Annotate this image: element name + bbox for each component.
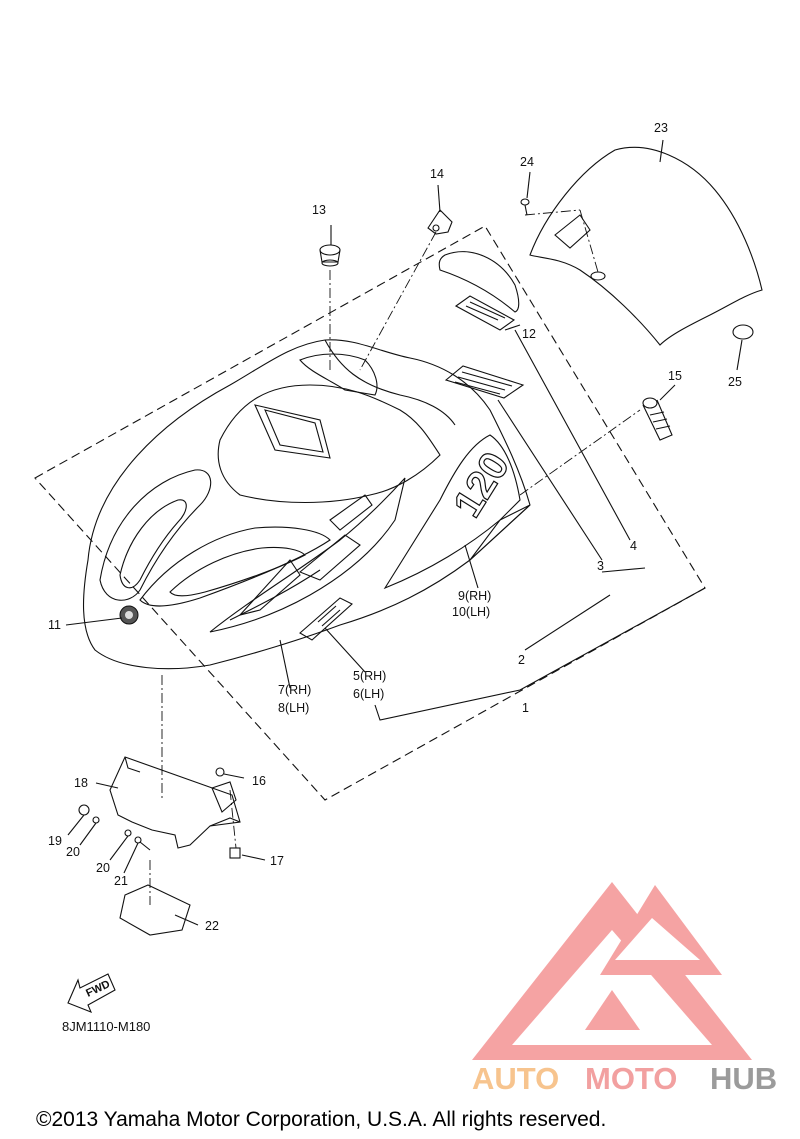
label-12: 12 (522, 327, 536, 341)
windshield-outline (529, 146, 763, 346)
label-23: 23 (654, 121, 668, 135)
fasteners-19-21 (78, 804, 151, 851)
side-decal-left (209, 477, 406, 633)
pad-22 (119, 884, 191, 936)
disk-25 (732, 324, 754, 340)
hood-rear-panel (299, 353, 378, 396)
side-decal-right: 120 (383, 434, 531, 590)
label-15: 15 (668, 369, 682, 383)
leader-lines (65, 139, 743, 926)
label-13: 13 (312, 203, 326, 217)
part-labels: 1 2 3 4 5(RH) 6(LH) 7(RH) 8(LH) 9(RH) 10… (48, 121, 742, 933)
label-6: 6(LH) (353, 687, 384, 701)
label-2: 2 (518, 653, 525, 667)
assembly-outline (34, 225, 706, 801)
label-9: 9(RH) (458, 589, 491, 603)
label-18: 18 (74, 776, 88, 790)
watermark-text: AUTO MOTO HUB (472, 1061, 777, 1096)
hood-side-vent-inner (169, 546, 306, 597)
instrument-panel-frame (254, 404, 331, 459)
label-11: 11 (48, 618, 61, 632)
label-17: 17 (270, 854, 284, 868)
screw-24 (520, 198, 530, 216)
mount-bracket-16 (211, 781, 237, 813)
label-22: 22 (205, 919, 219, 933)
copyright-notice: ©2013 Yamaha Motor Corporation, U.S.A. A… (36, 1108, 606, 1131)
label-14: 14 (430, 167, 444, 181)
windshield-23 (529, 146, 763, 346)
label-4: 4 (630, 539, 637, 553)
grip-15 (642, 397, 673, 441)
decal-5-6 (299, 597, 353, 641)
fwd-arrow-icon: FWD (67, 973, 116, 1013)
hood-side-vent (139, 526, 331, 607)
label-1: 1 (522, 701, 529, 715)
decal-9-10-outline (383, 434, 521, 590)
watermark-part2: MOTO (585, 1061, 677, 1096)
instrument-panel-inner (264, 409, 324, 453)
hood-outer-shell (83, 339, 531, 670)
label-8: 8(LH) (278, 701, 309, 715)
label-plate-12 (444, 295, 525, 399)
label-16: 16 (252, 774, 266, 788)
label-25: 25 (728, 375, 742, 389)
clip-14 (427, 209, 453, 235)
diagram-code: 8JM1110-M180 (62, 1019, 150, 1034)
label-24: 24 (520, 155, 534, 169)
watermark-logo (472, 882, 752, 1060)
bracket-18 (109, 756, 241, 849)
rubber-17 (229, 847, 241, 859)
emblem-11 (119, 605, 139, 625)
label-21: 21 (114, 874, 128, 888)
label-7: 7(RH) (278, 683, 311, 697)
fwd-label: FWD (84, 978, 112, 999)
label-5: 5(RH) (353, 669, 386, 683)
centerlines (149, 209, 641, 905)
hood-assembly (83, 339, 531, 670)
watermark-part1: AUTO (472, 1061, 559, 1096)
label-20a: 20 (66, 845, 80, 859)
hood-nose-vent-left (99, 469, 212, 601)
label-10: 10(LH) (452, 605, 490, 619)
grommet-13 (319, 244, 341, 267)
hood-windshield-recess (217, 384, 441, 504)
hood-nose-vent-inner (119, 499, 187, 589)
label-19: 19 (48, 834, 62, 848)
label-20b: 20 (96, 861, 110, 875)
cover-panel-14b (438, 251, 520, 313)
watermark-part3: HUB (710, 1061, 777, 1096)
label-3: 3 (597, 559, 604, 573)
hood-top-ridge (324, 339, 456, 426)
decal-7-8-outline (209, 477, 406, 633)
